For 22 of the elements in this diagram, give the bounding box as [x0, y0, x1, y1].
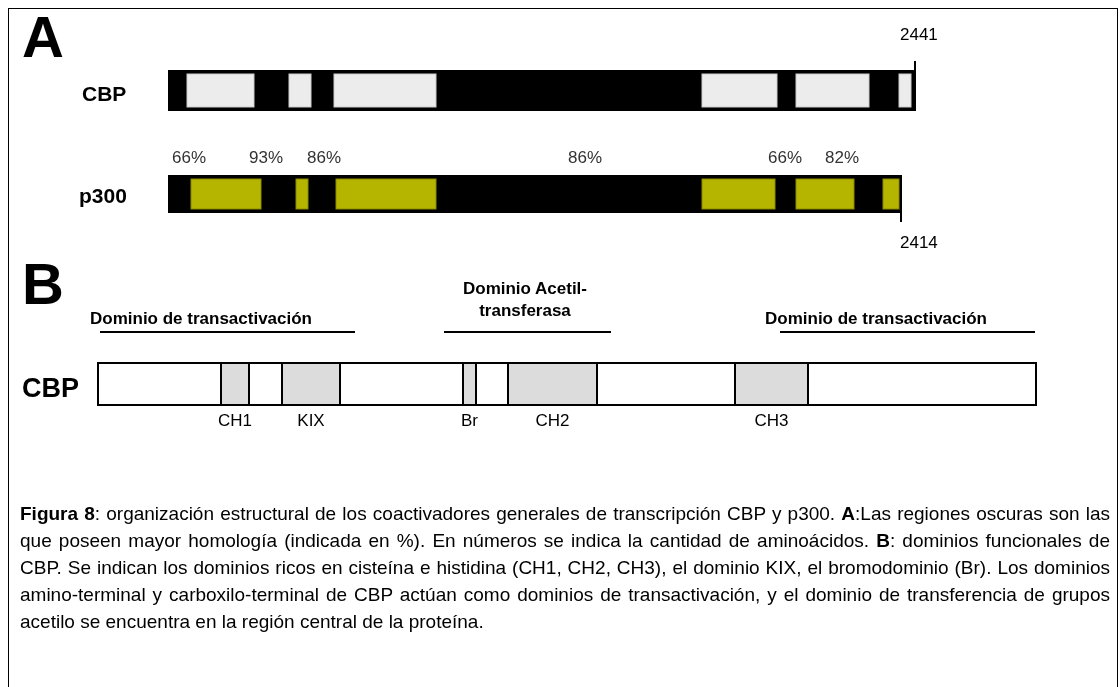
domain-name: KIX	[297, 410, 325, 432]
protein-name: CBP	[82, 81, 127, 107]
panel-letter: A	[22, 8, 64, 66]
domain-label: Dominio de transactivación	[90, 308, 312, 330]
protein-name: p300	[79, 183, 127, 209]
domain-name: CH2	[535, 410, 570, 432]
homology-percent: 86%	[307, 147, 342, 169]
domain-name: CH1	[218, 410, 252, 432]
domain-label: Dominio de transactivación	[765, 308, 987, 330]
homology-percent: 66%	[172, 147, 207, 169]
amino-acid-count: 2414	[900, 232, 938, 254]
domain-label: Dominio Acetil- transferasa	[461, 278, 588, 322]
figure-caption: Figura 8: organización estructural de los coactivadores generales de transcripción CBP y p300. A:Las regiones oscuras son las que poseen mayor homología (indicada en %). En números se indica la cantidad de aminoácidos. B: dominios funcionales de CBP. Se indican los dominios ricos en cisteína e histidina (CH1, CH2, CH3), el dominio KIX, el bromodominio (Br). Los dominios amino-terminal y carboxilo-terminal de CBP actúan como dominios de transactivación, y el dominio de transferencia de grupos acetilo se encuentra en la región central de la proteína.	[20, 502, 1110, 634]
homology-percent: 66%	[768, 147, 803, 169]
homology-percent: 82%	[825, 147, 860, 169]
domain-name: Br	[461, 410, 478, 432]
protein-name: CBP	[22, 372, 79, 405]
homology-percent: 93%	[249, 147, 284, 169]
homology-percent: 86%	[568, 147, 603, 169]
domain-name: CH3	[754, 410, 789, 432]
panel-letter: B	[22, 255, 64, 313]
amino-acid-count: 2441	[900, 24, 938, 46]
